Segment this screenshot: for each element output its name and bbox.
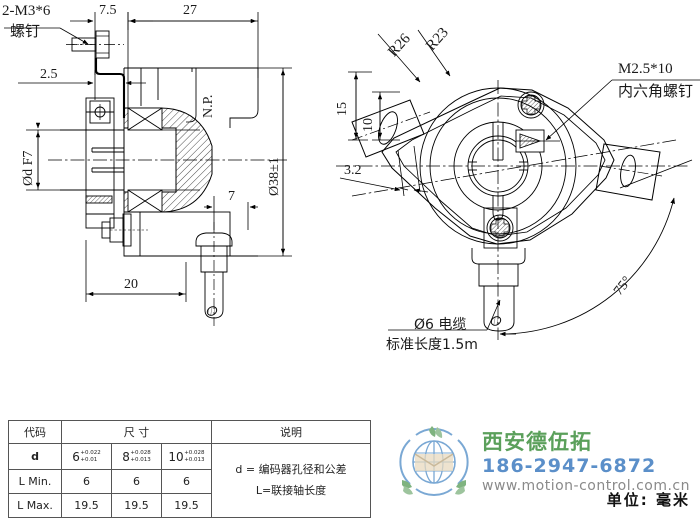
dim-27	[127, 12, 259, 78]
company-name: 西安德伍拓	[482, 429, 592, 454]
cell-lmax-8: 19.5	[111, 493, 162, 518]
cable-callout-line1: Ø6 电缆	[414, 317, 467, 333]
dim-outer-diameter	[258, 67, 292, 257]
angle-75-arc	[499, 159, 693, 337]
brand-text-block: 西安德伍拓 186-2947-6872 www.motion-control.c…	[482, 429, 690, 494]
cell-lmin-8: 6	[111, 469, 162, 494]
dim-7	[204, 196, 258, 230]
dim-label-7: 7	[228, 189, 235, 204]
dim-10	[372, 91, 400, 141]
screw-callout-left-line2: 螺钉	[10, 22, 41, 40]
row-code-lmin: L Min.	[8, 469, 62, 494]
dim-bore-d	[26, 122, 84, 191]
company-website: www.motion-control.com.cn	[482, 477, 690, 494]
left-mounting-arm	[351, 99, 431, 158]
dim-label-20: 20	[124, 277, 138, 292]
seal-block	[85, 195, 113, 204]
header-code: 代码	[8, 420, 62, 444]
cable-leader	[388, 299, 501, 331]
company-phone: 186-2947-6872	[482, 454, 657, 477]
header-dimension: 尺 寸	[61, 420, 212, 444]
m3-screw-top	[66, 30, 124, 59]
tol-upper: +0.022	[80, 450, 101, 457]
cell-lmax-6: 19.5	[61, 493, 112, 518]
tol-upper: +0.028	[184, 450, 205, 457]
row-code-d: d	[8, 443, 62, 470]
set-screw-callout-line1: M2.5*10	[618, 61, 673, 77]
right-mounting-arm	[595, 143, 663, 201]
bearing-lower	[127, 189, 163, 213]
cell-lmin-6: 6	[61, 469, 112, 494]
cross-screw-bottom	[483, 207, 518, 249]
dim-label-bore-d: Ød F7	[21, 150, 36, 186]
dim-label-10: 10	[361, 118, 376, 132]
bearing-upper	[127, 107, 163, 131]
set-screw-leader	[545, 79, 700, 141]
tol-lower: +0.01	[80, 456, 98, 463]
cross-screw-top	[517, 91, 545, 119]
description-line-1: d = 编码器孔径和公差	[235, 462, 347, 476]
table-header-row: 代码 尺 寸 说明	[8, 420, 371, 444]
tol-base: 10	[168, 449, 184, 464]
dim-label-2-5: 2.5	[40, 67, 58, 82]
dim-label-27: 27	[183, 3, 197, 18]
cable-exit-right	[471, 248, 526, 332]
specification-table: 代码 尺 寸 说明 d 6 +0.022 +0.01 8 +0.028	[8, 420, 371, 518]
cell-d-8: 8 +0.028 +0.013	[111, 443, 162, 470]
tol-base: 8	[122, 449, 130, 464]
flange-plate	[85, 97, 115, 229]
screw-callout-left-line1: 2-M3*6	[2, 3, 51, 19]
tol-base: 6	[72, 449, 80, 464]
cell-lmin-10: 6	[161, 469, 212, 494]
dim-label-15: 15	[335, 102, 350, 116]
tol-lower: +0.013	[130, 456, 151, 463]
m3-screw-bottom	[101, 213, 148, 247]
tol-upper: +0.028	[130, 450, 151, 457]
dim-label-7-5: 7.5	[99, 3, 117, 18]
table-row: d 6 +0.022 +0.01 8 +0.028 +0.013	[8, 443, 371, 518]
tol-lower: +0.013	[184, 456, 205, 463]
description-line-2: L=联接轴长度	[255, 483, 327, 497]
dim-15	[348, 71, 372, 141]
dim-label-outer-dia: Ø38±1	[267, 157, 282, 196]
company-branding: 西安德伍拓 186-2947-6872 www.motion-control.c…	[396, 424, 690, 500]
lower-housing	[123, 211, 258, 257]
cell-d-10: 10 +0.028 +0.013	[161, 443, 212, 470]
np-bracket	[186, 68, 197, 123]
header-description: 说明	[211, 420, 371, 444]
unit-note: 单位: 毫米	[606, 491, 690, 509]
m2-5-set-screw	[515, 129, 560, 153]
description-cell: d = 编码器孔径和公差 L=联接轴长度	[211, 443, 371, 518]
company-logo-icon	[399, 426, 469, 496]
right-front-view	[336, 29, 700, 340]
set-screw-callout-line2: 内六角螺钉	[618, 82, 694, 100]
dim-20	[85, 240, 187, 302]
left-section-view	[4, 12, 292, 326]
keyway-notches	[468, 161, 528, 171]
centerline-tilted-right	[351, 139, 677, 197]
dim-2-5	[18, 68, 146, 100]
cell-d-6: 6 +0.022 +0.01	[61, 443, 112, 470]
np-label: N.P.	[201, 94, 216, 118]
cable-callout-line2: 标准长度1.5m	[386, 337, 478, 353]
row-code-lmax: L Max.	[8, 493, 62, 518]
screw-leader-left	[4, 27, 89, 45]
cell-lmax-10: 19.5	[161, 493, 212, 518]
cable-stub-left	[195, 222, 233, 326]
dim-3-2	[339, 145, 429, 197]
dim-label-3-2: 3.2	[344, 163, 362, 178]
radius-leaders	[377, 29, 451, 83]
